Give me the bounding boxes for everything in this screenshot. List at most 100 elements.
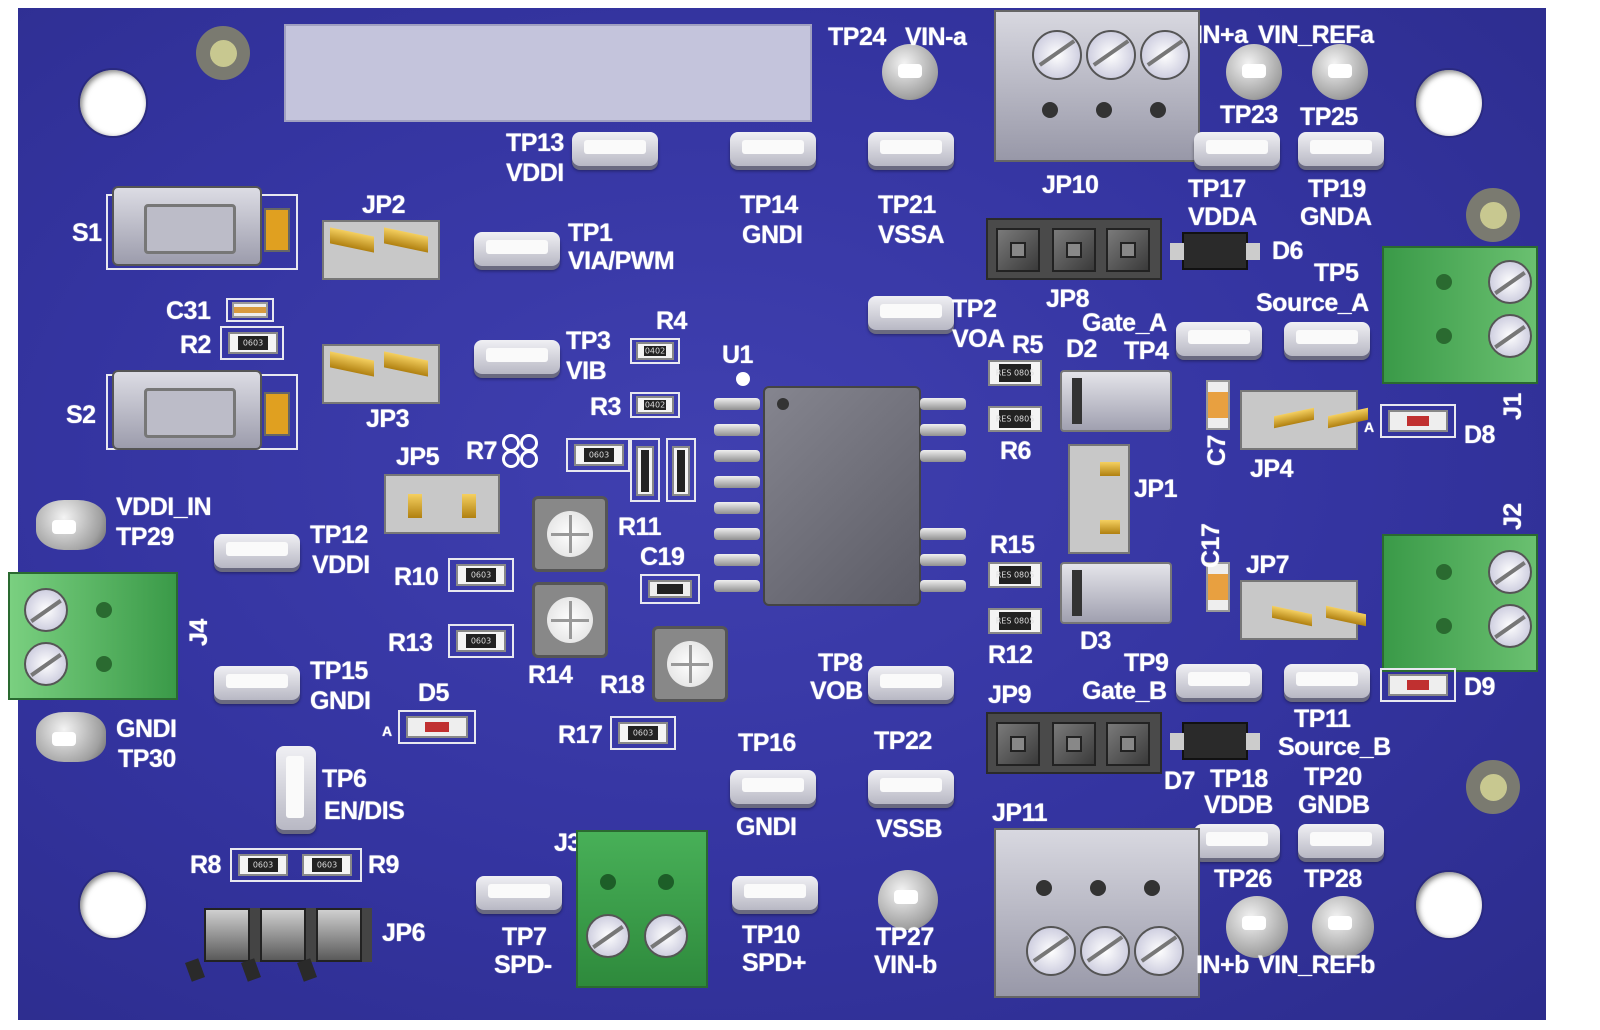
silk-c31 xyxy=(226,298,274,322)
screw-icon[interactable] xyxy=(1080,926,1130,976)
test-post-tp30[interactable] xyxy=(36,712,106,762)
test-point-tp18[interactable] xyxy=(1194,824,1280,858)
test-point-tp1[interactable] xyxy=(474,232,560,266)
jumper-jp4[interactable] xyxy=(1240,390,1368,450)
jumper-jp1[interactable] xyxy=(1068,444,1130,554)
screw-icon[interactable] xyxy=(1086,30,1136,80)
test-point-tp4[interactable] xyxy=(1176,322,1262,356)
test-point-tp10[interactable] xyxy=(732,876,818,910)
terminal-block-j2[interactable] xyxy=(1382,534,1538,672)
resistor-r9: 0603 xyxy=(302,854,352,876)
test-point-tp6[interactable] xyxy=(276,746,316,830)
label-vin-ref-a: VIN_REFa xyxy=(1258,21,1374,49)
screw-icon[interactable] xyxy=(644,914,688,958)
jumper-jp3[interactable] xyxy=(322,344,440,404)
test-point-tp12[interactable] xyxy=(214,534,300,568)
label-a-mark-d8: A xyxy=(1364,419,1374,435)
test-point-tp5[interactable] xyxy=(1284,322,1370,356)
jumper-jp2[interactable] xyxy=(322,220,440,280)
terminal-block-jp11[interactable] xyxy=(994,828,1200,998)
label-s2: S2 xyxy=(66,401,96,429)
header-jp9[interactable] xyxy=(986,712,1162,774)
resistor-r13: 0603 xyxy=(456,630,506,652)
label-c31: C31 xyxy=(166,297,211,325)
label-source-b: Source_B xyxy=(1278,733,1391,761)
terminal-block-jp10[interactable] xyxy=(994,10,1200,162)
label-jp9: JP9 xyxy=(988,681,1031,709)
resistor-r17: 0603 xyxy=(618,722,668,744)
test-point-tp20[interactable] xyxy=(1298,824,1384,858)
test-post-tp23[interactable] xyxy=(1226,44,1282,100)
potentiometer-r14[interactable] xyxy=(532,582,608,658)
ic-pin xyxy=(714,580,760,592)
test-post-tp26[interactable] xyxy=(1226,896,1288,958)
test-post-tp25[interactable] xyxy=(1312,44,1368,100)
potentiometer-r11[interactable] xyxy=(532,496,608,572)
test-point-tp8[interactable] xyxy=(868,666,954,700)
label-r3: R3 xyxy=(590,393,621,421)
screw-icon[interactable] xyxy=(24,588,68,632)
ic-pin xyxy=(920,554,966,566)
jumper-jp5[interactable] xyxy=(384,474,500,534)
silk-r2 xyxy=(220,326,284,360)
test-post-tp27[interactable] xyxy=(878,870,938,930)
screw-icon[interactable] xyxy=(1140,30,1190,80)
led-d9 xyxy=(1388,674,1448,696)
label-jp8: JP8 xyxy=(1046,285,1089,313)
test-post-tp29[interactable] xyxy=(36,500,106,550)
silk-r17 xyxy=(610,716,676,750)
label-vddi-top: VDDI xyxy=(506,159,564,187)
screw-icon[interactable] xyxy=(586,914,630,958)
label-tp30: TP30 xyxy=(118,745,176,773)
label-tp26: TP26 xyxy=(1214,865,1272,893)
terminal-block-j1[interactable] xyxy=(1382,246,1538,384)
label-tp27: TP27 xyxy=(876,923,934,951)
test-point-tp16[interactable] xyxy=(730,770,816,804)
label-tp29: TP29 xyxy=(116,523,174,551)
test-point-tp7[interactable] xyxy=(476,876,562,910)
test-point-tp21[interactable] xyxy=(868,132,954,166)
label-vin-plus-a: IN+a xyxy=(1196,21,1248,49)
test-point-tp15[interactable] xyxy=(214,666,300,700)
push-switch-s2[interactable] xyxy=(112,370,262,450)
header-jp8[interactable] xyxy=(986,218,1162,280)
test-point-tp14[interactable] xyxy=(730,132,816,166)
screw-icon[interactable] xyxy=(1026,926,1076,976)
test-post-tp28[interactable] xyxy=(1312,896,1374,958)
screw-icon[interactable] xyxy=(1488,550,1532,594)
screw-icon[interactable] xyxy=(1488,604,1532,648)
mounting-hole-bottom-right xyxy=(1416,872,1482,938)
screw-icon[interactable] xyxy=(1488,314,1532,358)
jumper-jp7[interactable] xyxy=(1240,580,1366,640)
push-switch-s1[interactable] xyxy=(112,186,262,266)
terminal-block-j3[interactable] xyxy=(576,830,708,988)
label-jp6: JP6 xyxy=(382,919,425,947)
test-point-tp2[interactable] xyxy=(868,296,954,330)
label-j1: J1 xyxy=(1499,393,1527,420)
screw-icon[interactable] xyxy=(1032,30,1082,80)
test-point-tp3[interactable] xyxy=(474,340,560,374)
fiducial-top xyxy=(196,26,250,80)
mounting-hole-top-left xyxy=(80,70,146,136)
label-jp2: JP2 xyxy=(362,191,405,219)
test-point-tp22[interactable] xyxy=(868,770,954,804)
test-point-tp11[interactable] xyxy=(1284,664,1370,698)
terminal-block-j4[interactable] xyxy=(8,572,178,700)
screw-icon[interactable] xyxy=(1488,260,1532,304)
label-jp1: JP1 xyxy=(1134,475,1177,503)
ic-pin xyxy=(714,476,760,488)
test-post-tp24[interactable] xyxy=(882,44,938,100)
capacitor-c7 xyxy=(1206,380,1230,430)
silk-d8 xyxy=(1380,404,1456,438)
ic-u1[interactable] xyxy=(763,386,921,606)
potentiometer-r18[interactable] xyxy=(652,626,728,702)
test-point-tp9[interactable] xyxy=(1176,664,1262,698)
test-point-tp17[interactable] xyxy=(1194,132,1280,166)
test-point-tp19[interactable] xyxy=(1298,132,1384,166)
label-j4: J4 xyxy=(185,619,213,646)
screw-icon[interactable] xyxy=(1134,926,1184,976)
screw-icon[interactable] xyxy=(24,642,68,686)
test-point-tp13[interactable] xyxy=(572,132,658,166)
header-jp6[interactable] xyxy=(185,908,372,982)
label-gate-a: Gate_A xyxy=(1082,309,1167,337)
